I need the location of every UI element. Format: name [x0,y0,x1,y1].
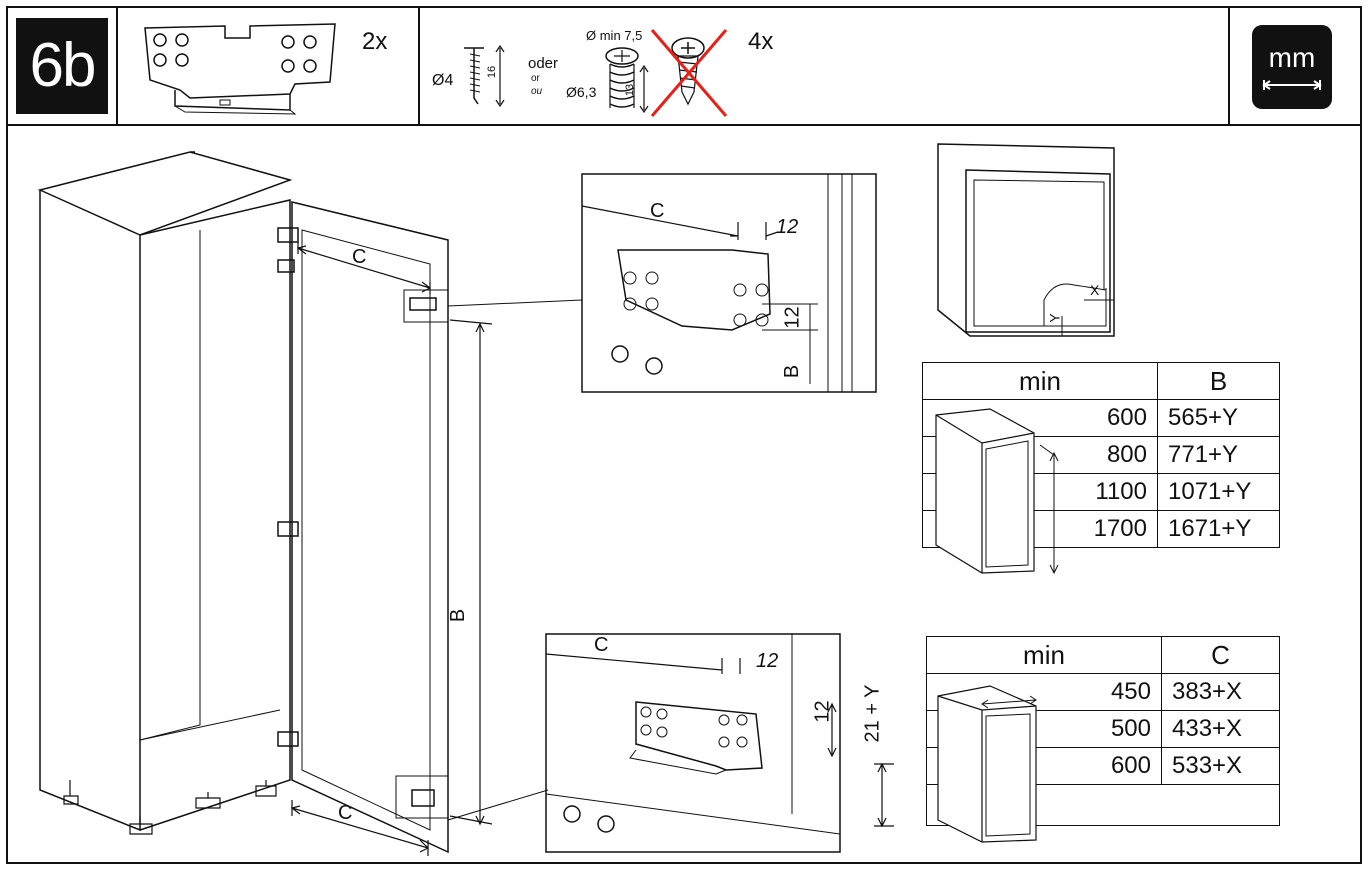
top-detail-c-label: C [650,200,665,222]
door-gap-detail [937,143,1115,337]
table-b-value: 771+Y [1157,436,1280,474]
bottom-detail-y-dimension: 21 + Y [861,684,884,743]
cabinet-c-bottom-label: C [338,802,353,824]
wood-screw-length: 16 [486,65,499,79]
conjunction-fr: ou [531,86,543,97]
page-frame [6,6,1362,864]
header-bar [6,6,1362,126]
header-divider [116,6,118,126]
table-c-col-header: C [1161,636,1280,674]
table-b-min-header: min [922,362,1158,400]
screw-diameter: Ø6,3 [566,84,597,100]
bottom-detail-dimension-lines [827,702,894,828]
cabinet-b-label: B [447,608,470,623]
table-b-cabinet-sketch [935,408,1059,575]
bottom-detail-c-label: C [594,634,609,656]
conjunction-de: oder [528,55,559,72]
table-c-value: 433+X [1161,710,1280,748]
top-detail-b-label: B [781,364,804,379]
top-detail-offset: 12 [776,216,799,238]
unit-label: mm [1268,42,1316,73]
header-divider [418,6,420,126]
conjunction-en: or [531,73,540,84]
table-b-value: 1071+Y [1157,473,1280,511]
table-c-cabinet-sketch [937,685,1037,843]
table-c-value: 533+X [1161,747,1280,785]
screw-quantity: 4x [748,28,774,55]
bottom-detail-vert-offset: 12 [811,700,834,723]
wood-screw-diameter: Ø4 [432,72,454,89]
forbidden-screw-icon [650,29,728,117]
machine-screw-icon [605,47,649,114]
header-divider [1228,6,1230,126]
cabinet-c-top-label: C [352,246,367,268]
top-bracket-detail [581,173,877,393]
table-c-min-header: min [926,636,1162,674]
table-c-value: 383+X [1161,673,1280,711]
mounting-bracket-icon [144,23,336,115]
screw-length: 13 [624,83,637,97]
table-b-col-header: B [1157,362,1280,400]
gap-y-label: Y [1046,313,1063,323]
table-b-value: 565+Y [1157,399,1280,437]
screw-head-diameter: Ø min 7,5 [586,28,643,43]
bottom-bracket-detail [545,633,841,853]
unit-badge: mm [1252,25,1332,109]
bracket-quantity: 2x [362,28,388,55]
step-number: 6b [16,18,108,114]
table-b-value: 1671+Y [1157,510,1280,548]
tall-cabinet-drawing [37,151,583,856]
ruler-arrow-icon [1262,80,1322,90]
wood-screw-icon [464,44,505,108]
top-detail-vert-offset: 12 [781,306,804,329]
bottom-detail-offset: 12 [756,650,779,672]
gap-x-label: X [1090,282,1100,298]
